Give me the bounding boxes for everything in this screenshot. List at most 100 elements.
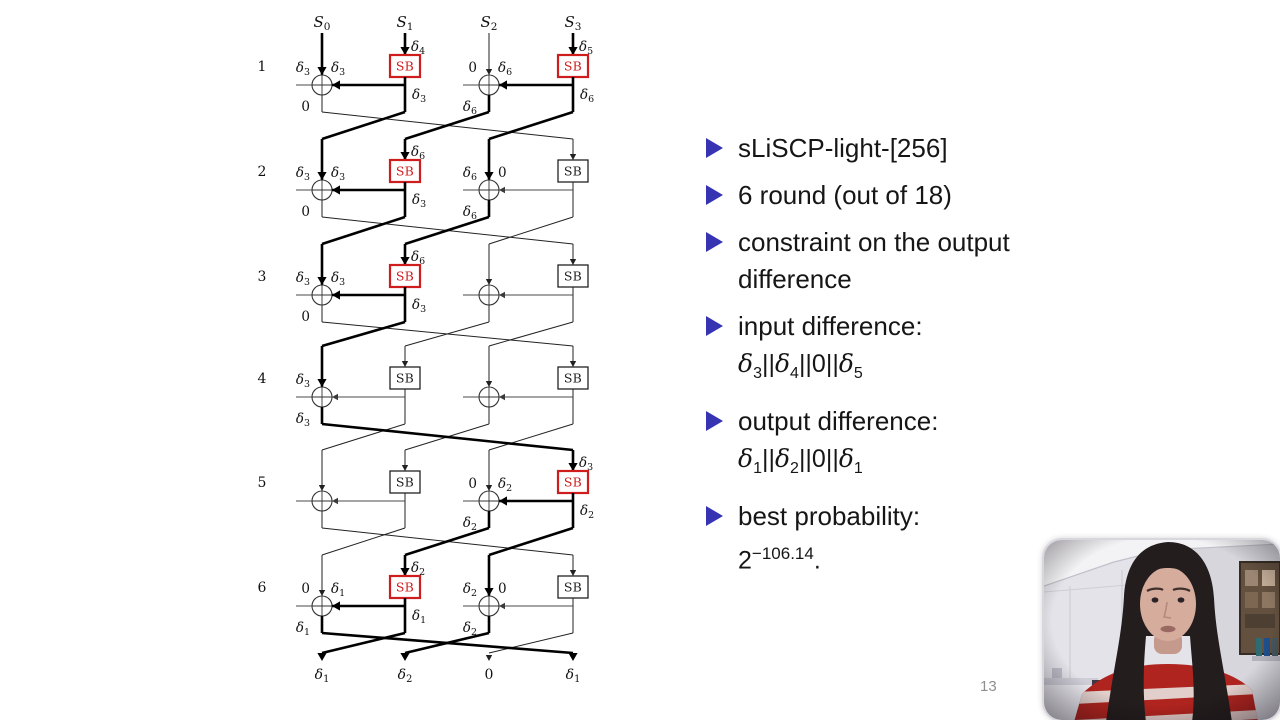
diagram-label: δ2 [463,515,477,533]
diagram-label: δ3 [296,411,310,429]
bullet-item: 6 round (out of 18) [706,177,1084,214]
svg-text:SB: SB [396,371,414,386]
sb-box-active: SB [388,263,422,289]
sb-box-active: SB [388,53,422,79]
diagram-label: 0 [301,581,310,597]
diagram-label: 0 [301,309,310,325]
diagram-label: 6 [258,580,267,596]
xor-node [478,386,500,408]
bullet-math: δ3||δ4||0||δ5 [738,349,863,382]
diagram-label: δ1 [566,667,581,685]
xor-node [478,179,500,201]
bullet-text: output difference:δ1||δ2||0||δ1 [738,403,1084,488]
bullet-math: δ1||δ2||0||δ1 [738,444,863,477]
diagram-label: δ3 [296,372,310,390]
diagram-label: 1 [258,59,267,75]
bullet-triangle-icon [706,316,723,336]
diagram-label: 0 [301,204,310,220]
bullet-text: sLiSCP-light-[256] [738,133,948,163]
bullet-item: input difference:δ3||δ4||0||δ5 [706,308,1084,393]
diagram-label: δ5 [579,39,593,57]
xor-node [478,74,500,96]
diagram-label: 0 [498,165,507,181]
bullet-list: sLiSCP-light-[256] 6 round (out of 18) con… [706,130,1084,589]
page-number: 13 [980,678,997,695]
sb-box-active: SB [388,158,422,184]
svg-text:SB: SB [396,580,414,595]
diagram-label: δ2 [411,560,425,578]
bullet-triangle-icon [706,232,723,252]
diagram-label: δ2 [463,581,477,599]
webcam-overlay [1042,538,1280,720]
diagram-label: δ3 [331,60,345,78]
sb-box: SB [389,366,421,390]
bullet-math: 2−106.14. [738,544,821,575]
bullet-triangle-icon [706,185,723,205]
xor-node [311,490,333,512]
svg-text:SB: SB [564,59,582,74]
diagram-label: 0 [485,667,494,683]
diagram-label: S3 [565,13,582,33]
xor-node [478,284,500,306]
diagram-label: δ2 [398,667,413,685]
diagram-label: δ6 [463,165,477,183]
xor-node [478,595,500,617]
diagram-label: 0 [468,60,477,76]
diagram-label: δ6 [498,60,512,78]
diagram-label: δ3 [331,270,345,288]
xor-node [311,595,333,617]
sb-box-active: SB [556,53,590,79]
diagram-label: δ6 [580,87,594,105]
svg-text:SB: SB [564,269,582,284]
diagram-label: S2 [481,13,498,33]
diagram-label: 5 [258,475,267,491]
diagram-label: δ4 [411,39,425,57]
diagram-label: 2 [258,164,267,180]
bullet-text: best probability:2−106.14. [738,498,1084,579]
diagram-label: δ3 [296,165,310,183]
svg-text:SB: SB [564,580,582,595]
xor-node [478,490,500,512]
bullet-item: best probability:2−106.14. [706,498,1084,579]
svg-text:SB: SB [396,269,414,284]
bullet-triangle-icon [706,138,723,158]
diagram-label: δ1 [315,667,330,685]
sb-box: SB [389,470,421,494]
bullet-triangle-icon [706,411,723,431]
bullet-triangle-icon [706,506,723,526]
diagram-label: δ2 [580,503,594,521]
diagram-label: δ1 [296,620,310,638]
diagram-label: δ3 [412,297,426,315]
sb-box: SB [557,159,589,183]
diagram-label: δ6 [463,99,477,117]
svg-text:SB: SB [564,371,582,386]
bullet-text: 6 round (out of 18) [738,180,952,210]
svg-text:SB: SB [564,164,582,179]
diagram-label: δ6 [411,144,425,162]
diagram-label: 0 [301,99,310,115]
diagram-label: δ3 [331,165,345,183]
diagram-label: δ3 [412,87,426,105]
diagram-label: δ1 [331,581,345,599]
xor-node [311,74,333,96]
sb-box: SB [557,575,589,599]
diagram-label: 0 [468,476,477,492]
xor-node [311,179,333,201]
svg-text:SB: SB [396,164,414,179]
diagram-label: 3 [258,269,267,285]
sb-box: SB [557,264,589,288]
bullet-text: input difference:δ3||δ4||0||δ5 [738,308,1084,393]
diagram-label: δ3 [296,60,310,78]
diagram-label: δ3 [412,192,426,210]
sb-box-active: SB [556,469,590,495]
diagram-label: δ6 [411,249,425,267]
diagram-label: S1 [397,13,414,33]
diagram-label: S0 [314,13,331,33]
svg-text:SB: SB [396,59,414,74]
webcam-video [1044,540,1280,720]
bullet-item: sLiSCP-light-[256] [706,130,1084,167]
